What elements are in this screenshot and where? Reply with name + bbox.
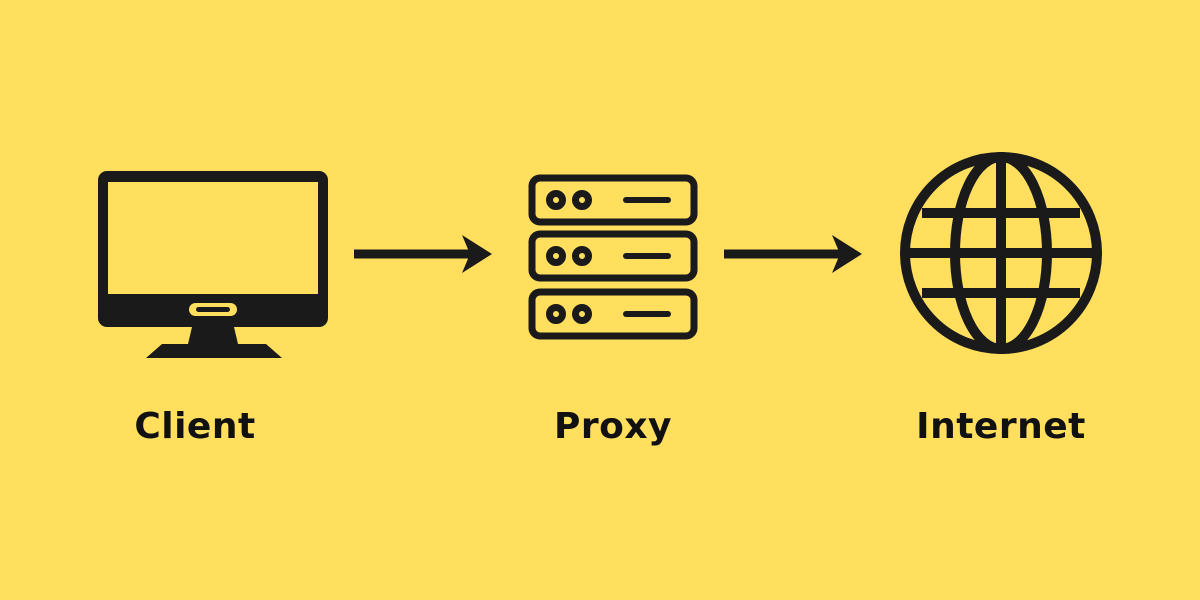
globe-icon [900, 152, 1102, 354]
node-label-internet: Internet [916, 406, 1086, 447]
arrow-right-icon [354, 235, 492, 273]
node-label-proxy: Proxy [553, 406, 673, 447]
monitor-icon [98, 171, 328, 358]
arrow-right-icon [724, 235, 862, 273]
node-label-client: Client [134, 406, 256, 447]
server-stack-icon [528, 174, 698, 340]
